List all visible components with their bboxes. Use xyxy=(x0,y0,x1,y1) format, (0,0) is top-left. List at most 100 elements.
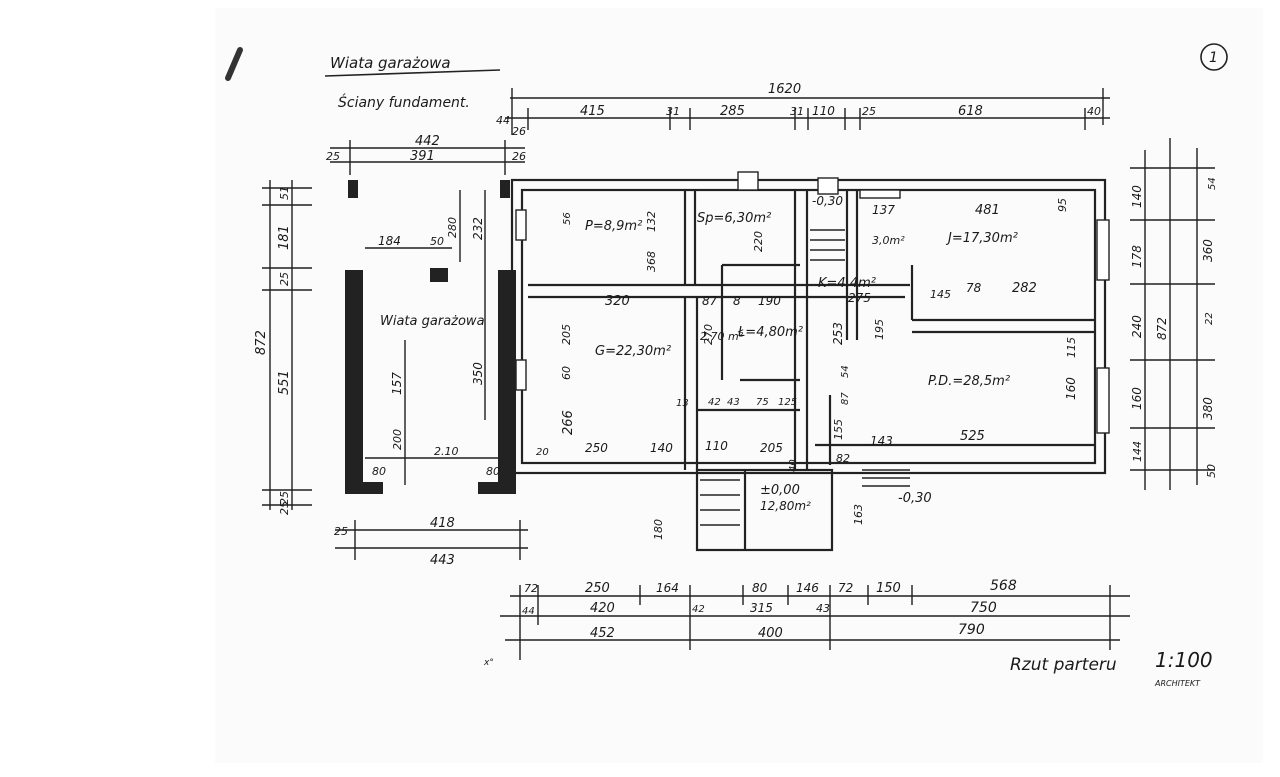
dim-carport-h-0: 184 xyxy=(378,234,401,248)
dim-carport-v-2: 350 xyxy=(471,362,485,385)
dim-left-inner-1: 181 xyxy=(277,225,292,250)
dim-bottom1-2: 164 xyxy=(656,581,679,595)
drawing-title: Wiata garażowa xyxy=(330,54,451,72)
dim-carport-base-1: 80 xyxy=(486,465,500,478)
room-label-p: P=8,9m² xyxy=(585,219,642,234)
dimension-lines xyxy=(262,88,1215,660)
dim-carport-h-1: 50 xyxy=(430,235,444,248)
dim-int-26: 155 xyxy=(832,419,845,440)
stamp-fragment: ARCHITEKT xyxy=(1154,679,1201,688)
dim-right-1-5: 144 xyxy=(1131,441,1144,462)
dim-int-9: 481 xyxy=(975,203,1000,218)
dim-left-mark: x° xyxy=(483,658,494,668)
dim-right-1-6: 50 xyxy=(1205,464,1218,478)
dim-carport-v-0: 280 xyxy=(446,217,459,238)
dim-bottom2-2: 42 xyxy=(692,604,705,615)
dim-int-14: 220 xyxy=(752,231,765,252)
dim-int-20: 270 xyxy=(702,324,715,345)
dim-right-1-1: 140 xyxy=(1130,185,1144,208)
dim-int-11: 56 xyxy=(562,212,573,225)
dim-int-10: 95 xyxy=(1056,198,1069,212)
dim-int-18: 250 xyxy=(585,441,608,455)
dim-top-total: 1620 xyxy=(768,82,801,97)
dim-right-1-3: 240 xyxy=(1130,315,1144,338)
dim-int-5: 145 xyxy=(930,288,951,301)
dim-stair-lower: 180 xyxy=(652,519,665,540)
dim-bottom1-0: 72 xyxy=(524,582,538,595)
dim-carport-bottom-0: 25 xyxy=(334,525,348,538)
dim-top-8: 40 xyxy=(1087,105,1101,118)
dim-int-2: 8 xyxy=(733,294,741,308)
dim-bottom1-3: 80 xyxy=(752,581,768,595)
dim-bottom3-0: 452 xyxy=(590,626,615,641)
dim-carport-foot: 25 xyxy=(278,501,291,515)
room-label-hall-small: 2,70 m² xyxy=(700,330,744,343)
dim-int-27: 160 xyxy=(1064,377,1078,400)
dim-int-17: 266 xyxy=(561,410,576,435)
dim-int-0: 320 xyxy=(605,294,630,309)
windows xyxy=(515,171,1110,434)
dim-int-25: 253 xyxy=(831,322,845,345)
dim-int-7: 282 xyxy=(1012,281,1037,296)
dim-carport-top-2: 26 xyxy=(512,150,526,163)
dim-int-28: 115 xyxy=(1065,337,1078,358)
dim-int-34: 13 xyxy=(676,398,689,409)
dim-bottom3-2: 790 xyxy=(958,622,985,638)
dim-side-mark: 26 xyxy=(512,125,526,138)
dim-bottom1-7: 568 xyxy=(990,578,1017,594)
carport-post-tl xyxy=(348,180,358,198)
carport-wall-left xyxy=(345,270,363,492)
dim-carport-bottom-2: 443 xyxy=(430,553,455,568)
carport-walls xyxy=(345,180,516,494)
dim-int-12: 132 xyxy=(645,211,658,232)
dim-right-2-1: 872 xyxy=(1155,317,1169,340)
dim-carport-v-1: 232 xyxy=(471,217,485,240)
dim-carport-mid: 2.10 xyxy=(434,445,459,458)
dim-int-19: 140 xyxy=(650,441,673,455)
page-marker: 1 xyxy=(1209,50,1218,66)
dim-bottom1-1: 250 xyxy=(585,581,610,596)
dim-bottom2-0: 44 xyxy=(522,606,535,617)
dim-int-37: 40 xyxy=(788,459,799,472)
dim-carport-bottom-1: 418 xyxy=(430,516,455,531)
dim-bottom2-5: 750 xyxy=(970,600,997,616)
dim-stair-right: 163 xyxy=(852,504,865,525)
dim-int-8: 137 xyxy=(872,203,895,217)
caption-text: Rzut parteru xyxy=(1010,655,1117,675)
dim-right-1-4: 160 xyxy=(1130,387,1144,410)
scan-pen-mark xyxy=(225,47,243,81)
dim-carport-v-4: 200 xyxy=(391,429,404,450)
dim-right-mid: 22 xyxy=(1204,312,1215,325)
dim-bottom1-5: 72 xyxy=(838,581,853,595)
dim-int-3: 190 xyxy=(758,294,781,308)
dim-carport-total: 442 xyxy=(415,134,440,149)
dim-carport-top-0: 25 xyxy=(326,150,340,163)
dim-int-24: 525 xyxy=(960,429,985,444)
dim-top-0: 44 xyxy=(496,114,510,127)
stairs xyxy=(700,229,910,526)
room-label-j: J=17,30m² xyxy=(945,231,1018,246)
dim-right-1-0: 54 xyxy=(1207,177,1218,190)
dim-top-6: 25 xyxy=(862,105,876,118)
dim-left-inner-3: 551 xyxy=(277,370,292,395)
dim-int-23: 143 xyxy=(870,434,893,448)
drawing-sheet xyxy=(215,8,1263,763)
room-label-sp: Sp=6,30m² xyxy=(697,211,771,226)
title-underline xyxy=(324,69,501,77)
dim-int-36: 82 xyxy=(836,452,850,465)
dim-carport-v-3: 157 xyxy=(390,372,404,395)
carport-post-tr xyxy=(500,180,510,198)
dim-int-21: 110 xyxy=(705,439,728,453)
dim-int-38: 54 xyxy=(840,365,851,378)
dim-bottom2-3: 315 xyxy=(750,601,773,615)
level-minus-bottom: -0,30 xyxy=(898,491,932,506)
dim-bottom2-1: 420 xyxy=(590,601,615,616)
dim-int-35: 20 xyxy=(536,447,549,458)
dim-int-13: 368 xyxy=(645,251,658,272)
room-label-k: K=4,4m² xyxy=(818,276,876,291)
dim-int-6: 78 xyxy=(966,281,982,295)
room-label-g: G=22,30m² xyxy=(595,344,671,359)
dim-top-4: 31 xyxy=(790,105,804,118)
dim-bottom1-6: 150 xyxy=(876,581,901,596)
dim-left-inner-2: 25 xyxy=(278,272,291,286)
